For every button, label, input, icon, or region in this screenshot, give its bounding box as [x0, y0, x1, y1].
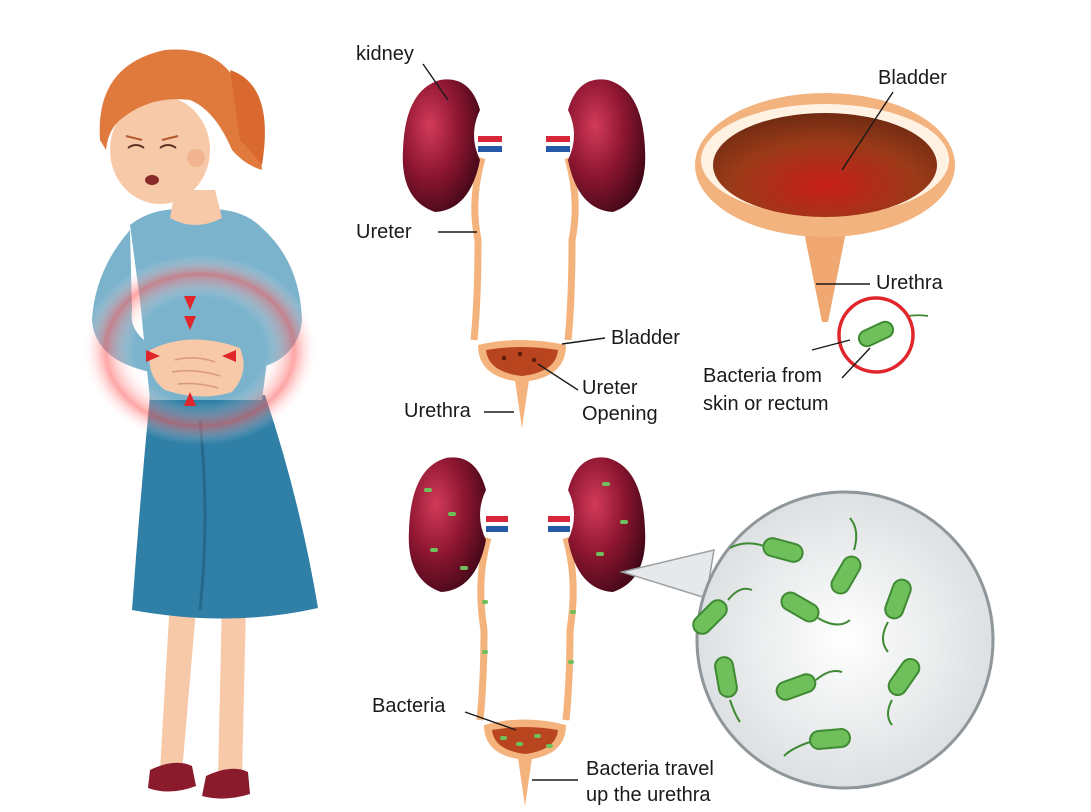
- bacteria-cluster: [692, 517, 921, 757]
- label-ureter-opening-2: Opening: [582, 403, 658, 425]
- label-ureter: Ureter: [356, 221, 412, 243]
- face: [110, 96, 210, 204]
- bacteria-icon: [692, 599, 728, 635]
- kidney-icon: [568, 79, 646, 212]
- kidney-icon: [402, 79, 480, 212]
- ureter-right: [562, 537, 577, 721]
- right-shoe-icon: [202, 768, 250, 799]
- bacteria-icon: [809, 728, 851, 750]
- kidney-icon: [568, 457, 646, 592]
- label-bacteria: Bacteria: [372, 695, 446, 717]
- label-bacteria-source-1: Bacteria from: [703, 365, 822, 387]
- pain-arrow-icon: [146, 296, 236, 406]
- urinary-system-infected: [408, 457, 646, 806]
- magnifier-callout-icon: [619, 490, 995, 790]
- hair: [99, 49, 263, 170]
- kidney-icon: [408, 457, 486, 592]
- label-urethra-small: Urethra: [404, 400, 472, 422]
- bacteria-icon: [775, 673, 817, 701]
- bacteria-icon: [714, 656, 738, 698]
- bacteria-callout: [837, 296, 929, 374]
- ureter-right: [564, 157, 579, 341]
- woman-figure-icon: [82, 49, 318, 799]
- bacteria-icon: [762, 537, 804, 563]
- bacteria-icon: [884, 578, 912, 620]
- label-bacteria-travel-1: Bacteria travel: [586, 758, 714, 780]
- bacteria-icon: [857, 320, 895, 348]
- left-shoe-icon: [148, 762, 196, 792]
- label-ureter-opening-1: Ureter: [582, 377, 638, 399]
- urinary-system-healthy: [402, 79, 646, 428]
- label-kidney: kidney: [356, 43, 414, 65]
- bladder-icon: [713, 113, 937, 217]
- ureter-left: [470, 157, 486, 341]
- skirt: [132, 395, 318, 619]
- bacteria-icon: [830, 555, 862, 595]
- label-bladder-small: Bladder: [611, 327, 680, 349]
- label-bacteria-source-2: skin or rectum: [703, 393, 829, 415]
- ureter-left: [476, 537, 492, 721]
- label-bacteria-travel-2: up the urethra: [586, 784, 711, 806]
- bacteria-icon: [780, 591, 820, 623]
- label-bladder-large: Bladder: [878, 67, 947, 89]
- label-urethra-large: Urethra: [876, 272, 944, 294]
- hands: [149, 339, 244, 397]
- bladder-large: [695, 93, 955, 322]
- bacteria-icon: [887, 657, 921, 697]
